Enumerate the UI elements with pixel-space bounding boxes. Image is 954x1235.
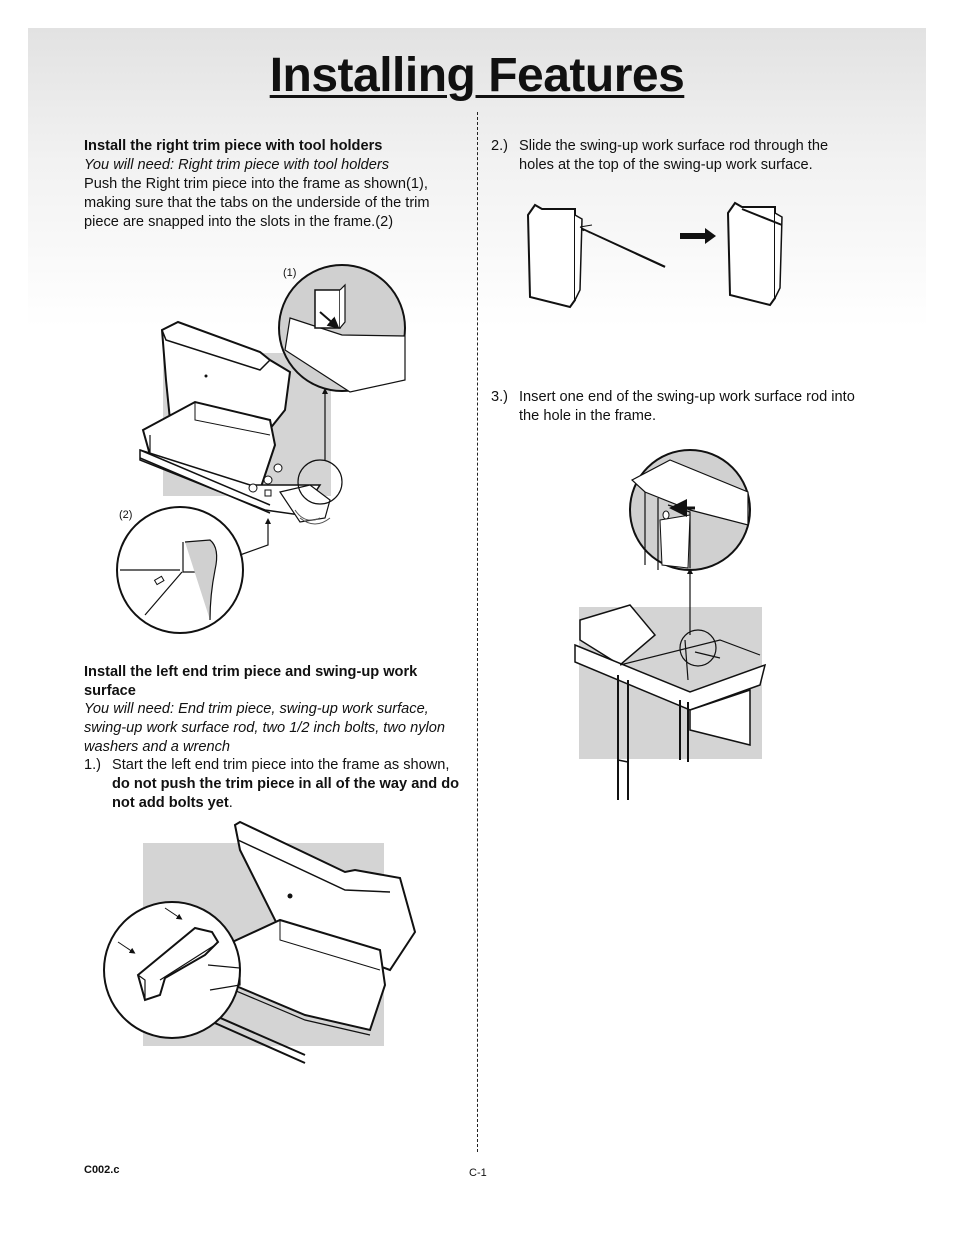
section1-body: Push the Right trim piece into the frame… [84,176,430,230]
step-1-number: 1.) [84,757,102,773]
right-trim-illustration [116,264,406,634]
step-3-text: Insert one end of the swing-up work surf… [519,389,855,424]
left-trim-illustration [103,820,417,1064]
page-title: Installing Features [269,49,685,102]
step-1-text: Start the left end trim piece into the f… [112,756,462,813]
callout-2-label: (2) [119,509,133,521]
callout-1-label: (1) [283,267,297,279]
section1-heading: Install the right trim piece with tool h… [84,138,383,154]
section1-need: You will need: Right trim piece with too… [84,157,390,173]
rod-frame-illustration [574,449,767,800]
step-1-text-bold: do not push the trim piece in all of the… [112,776,460,811]
step-2-text: Slide the swing-up work surface rod thro… [519,138,829,173]
section2-heading: Install the left end trim piece and swin… [84,664,418,699]
step-1-text-end: . [228,795,233,811]
footer-code: C002.c [84,1164,120,1176]
column-divider [477,112,478,1152]
rod-insertion-illustration [526,201,783,309]
step-1-text-plain: Start the left end trim piece into the f… [112,757,450,773]
page-number: C-1 [469,1167,487,1179]
step-3-number: 3.) [491,389,509,405]
section2-need: You will need: End trim piece, swing-up … [84,701,445,755]
step-2-number: 2.) [491,138,509,154]
